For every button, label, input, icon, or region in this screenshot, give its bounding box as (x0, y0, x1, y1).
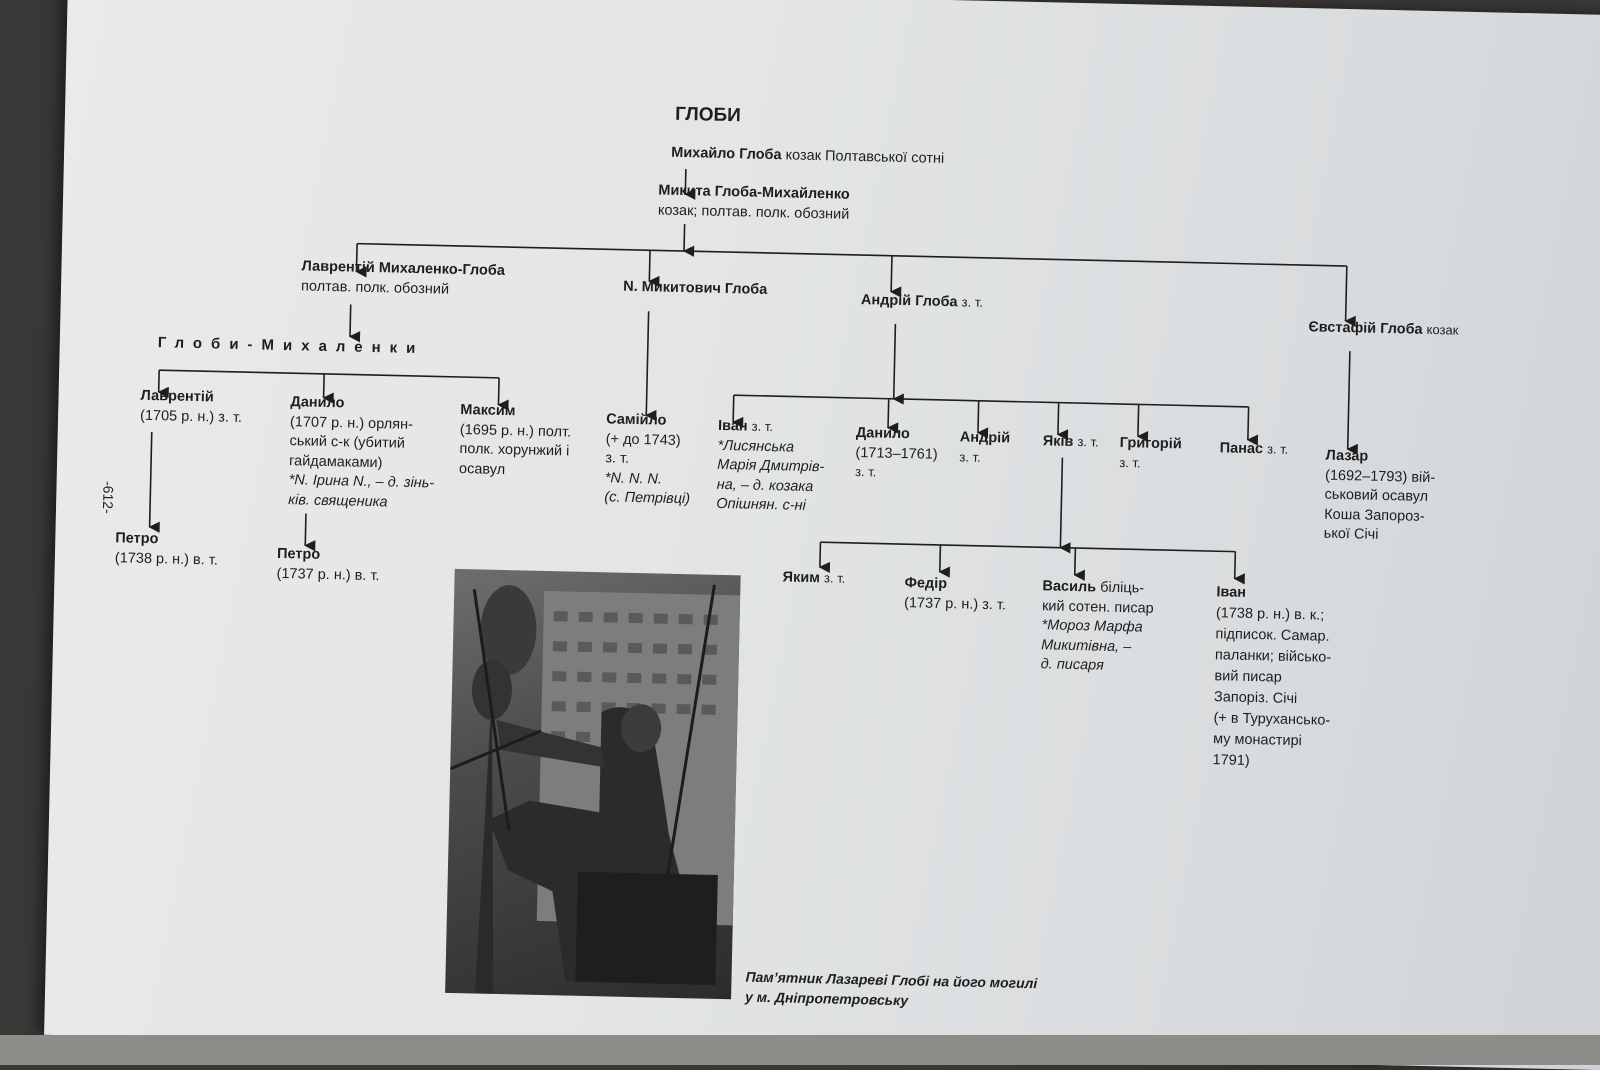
node-hryhorii: Григорій з. т. (1119, 434, 1182, 475)
node-petro-2: Петро(1737 р. н.) в. т. (276, 545, 380, 586)
monument-illustration (445, 569, 741, 999)
page-number: -612- (100, 481, 117, 514)
node-maksym: Максим (1695 р. н.) полт. полк. хорунжий… (459, 401, 572, 482)
node-danylo: Данило (1707 р. н.) орлян- ський с-к (уб… (288, 393, 436, 514)
node-yevstafii: Євстафій Глоба козак (1308, 318, 1458, 341)
page-bottom-edge (0, 1035, 1600, 1065)
node-yakym: Яким з. т. (782, 568, 845, 589)
node-vasyl: Василь біліць- кий сотен. писар *Мороз М… (1040, 577, 1154, 677)
node-fedir: Федір(1737 р. н.) з. т. (904, 574, 1007, 615)
node-andrii-andriiovych: Андрій з. т. (959, 428, 1010, 468)
node-n-mykytovych: N. Микитович Глоба (623, 278, 768, 301)
node-ivan-andriiovych: Іван з. т. *Лисянська Марія Дмитрів- на,… (716, 417, 825, 517)
node-andrii: Андрій Глоба з. т. (861, 291, 983, 313)
monument-photo (445, 569, 741, 999)
page-title: ГЛОБИ (675, 104, 741, 127)
node-petro-1: Петро(1738 р. н.) в. т. (115, 529, 219, 570)
node-samiilo: Самійло (+ до 1743) з. т. *N. N. N. (с. … (604, 410, 692, 510)
node-lazar: Лазар (1692–1793) вій- ськовий осавул Ко… (1324, 447, 1436, 547)
node-lavrentii2: Лаврентій(1705 р. н.) з. т. (140, 387, 243, 428)
node-panas: Панас з. т. (1219, 439, 1288, 460)
node-danylo-andriiovych: Данило (1713–1761) з. т. (855, 424, 939, 485)
node-ivan-yakovych: Іван (1738 р. н.) в. к.; підписок. Самар… (1212, 582, 1333, 774)
book-page: ГЛОБИ -612- Михайло Глоба козак Полтавсь… (44, 0, 1600, 1070)
node-yakiv: Яків з. т. (1043, 432, 1099, 453)
